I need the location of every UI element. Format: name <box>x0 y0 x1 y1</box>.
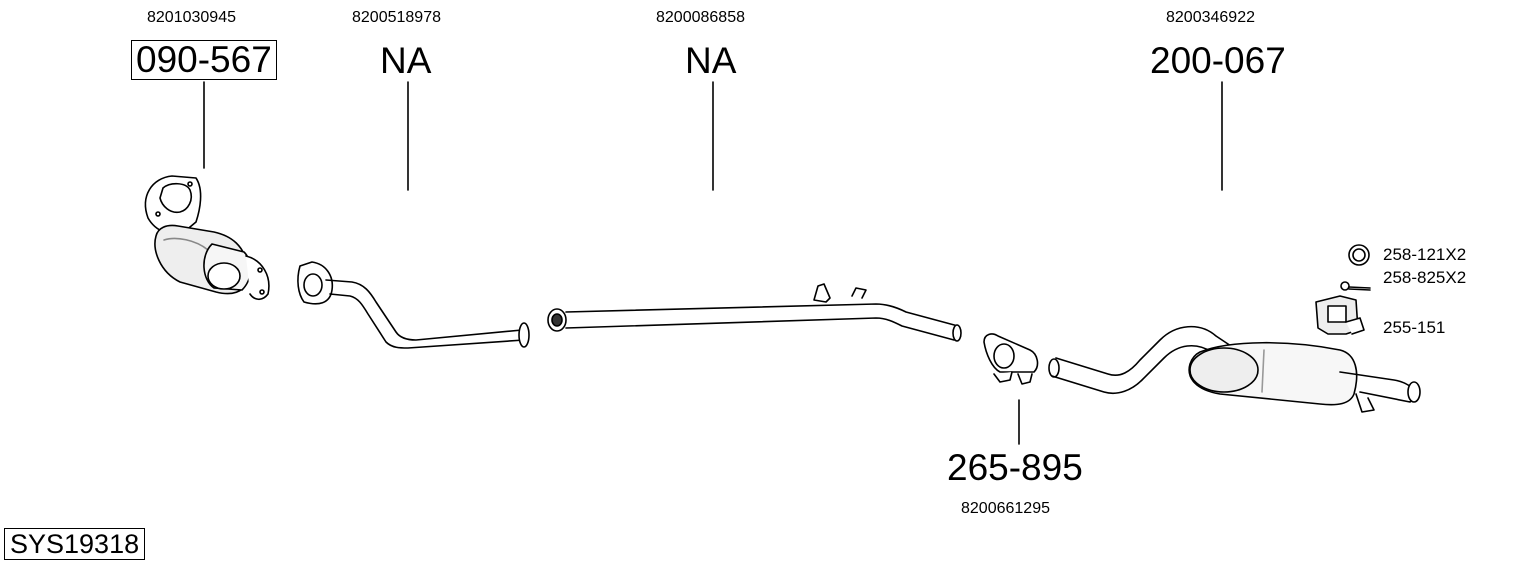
bolt-label[interactable]: 258-825X2 <box>1383 268 1467 287</box>
part-number-rear-silencer[interactable]: 200-067 <box>1150 40 1286 81</box>
part-number-front-pipe: NA <box>380 40 432 81</box>
oem-number-front-pipe: 8200518978 <box>352 9 441 26</box>
system-code-label: SYS19318 <box>4 528 146 560</box>
bolt-icon <box>1340 281 1371 291</box>
bracket-label[interactable]: 255-151 <box>1383 318 1446 337</box>
oem-number-rear-silencer: 8200346922 <box>1166 9 1255 26</box>
middle-pipe-drawing <box>547 283 962 342</box>
clamp-drawing <box>983 333 1039 385</box>
oem-number-catalytic-converter: 8201030945 <box>147 9 236 26</box>
front-pipe-drawing <box>297 261 530 349</box>
bracket-icon <box>1315 295 1365 335</box>
catalytic-converter-drawing <box>144 175 270 301</box>
part-number-clamp[interactable]: 265-895 <box>947 447 1083 488</box>
oem-number-clamp: 8200661295 <box>961 500 1050 517</box>
gasket-label[interactable]: 258-121X2 <box>1383 245 1467 264</box>
part-number-middle-pipe: NA <box>685 40 737 81</box>
rear-silencer-drawing <box>1048 325 1421 413</box>
part-number-catalytic-converter[interactable]: 090-567 <box>131 40 277 80</box>
gasket-icon <box>1348 244 1370 266</box>
oem-number-middle-pipe: 8200086858 <box>656 9 745 26</box>
